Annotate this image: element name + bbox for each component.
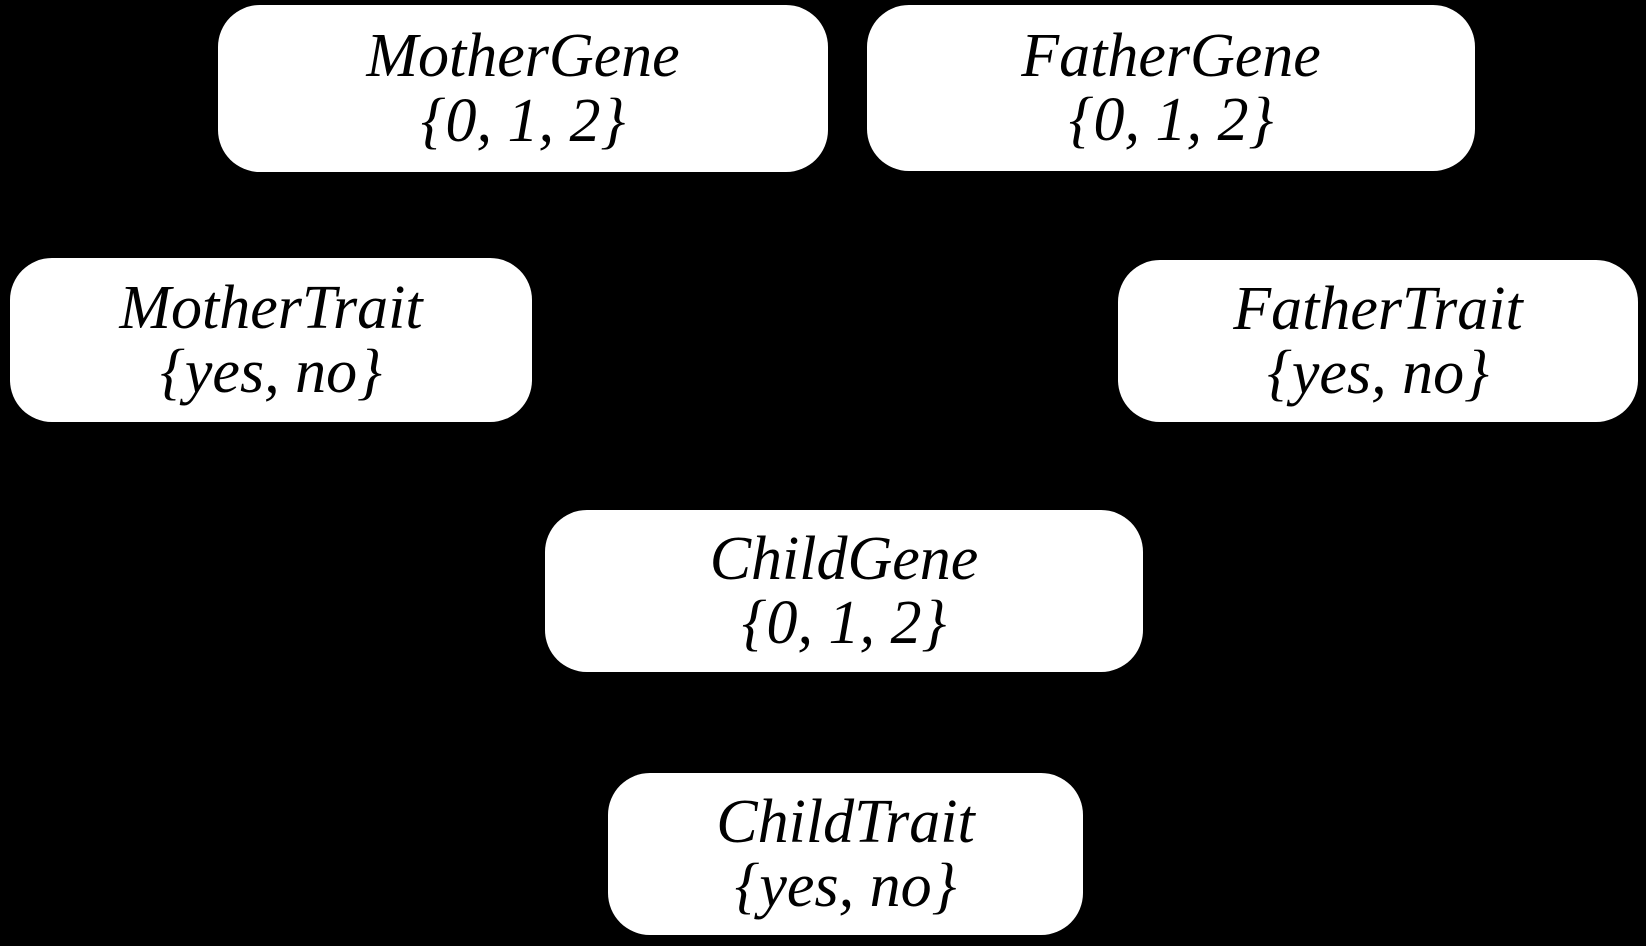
- node-mother-trait-label: MotherTrait: [119, 273, 423, 342]
- node-child-trait-label: ChildTrait: [716, 787, 975, 856]
- node-child-gene: ChildGene {0, 1, 2}: [545, 510, 1143, 672]
- node-child-trait: ChildTrait {yes, no}: [608, 773, 1083, 935]
- node-child-gene-label: ChildGene: [709, 524, 979, 593]
- node-father-trait-values: {yes, no}: [1267, 339, 1489, 407]
- node-child-gene-values: {0, 1, 2}: [741, 589, 947, 657]
- node-father-trait: FatherTrait {yes, no}: [1118, 260, 1638, 422]
- node-father-gene-values: {0, 1, 2}: [1068, 86, 1274, 154]
- node-child-trait-values: {yes, no}: [734, 852, 957, 920]
- node-mother-gene-label: MotherGene: [366, 22, 680, 91]
- node-father-trait-label: FatherTrait: [1233, 274, 1523, 343]
- node-father-gene-label: FatherGene: [1021, 21, 1321, 90]
- node-father-gene: FatherGene {0, 1, 2}: [867, 5, 1475, 171]
- node-mother-gene: MotherGene {0, 1, 2}: [218, 5, 828, 172]
- node-mother-trait-values: {yes, no}: [160, 338, 382, 406]
- node-mother-gene-values: {0, 1, 2}: [420, 86, 626, 155]
- node-mother-trait: MotherTrait {yes, no}: [10, 258, 532, 422]
